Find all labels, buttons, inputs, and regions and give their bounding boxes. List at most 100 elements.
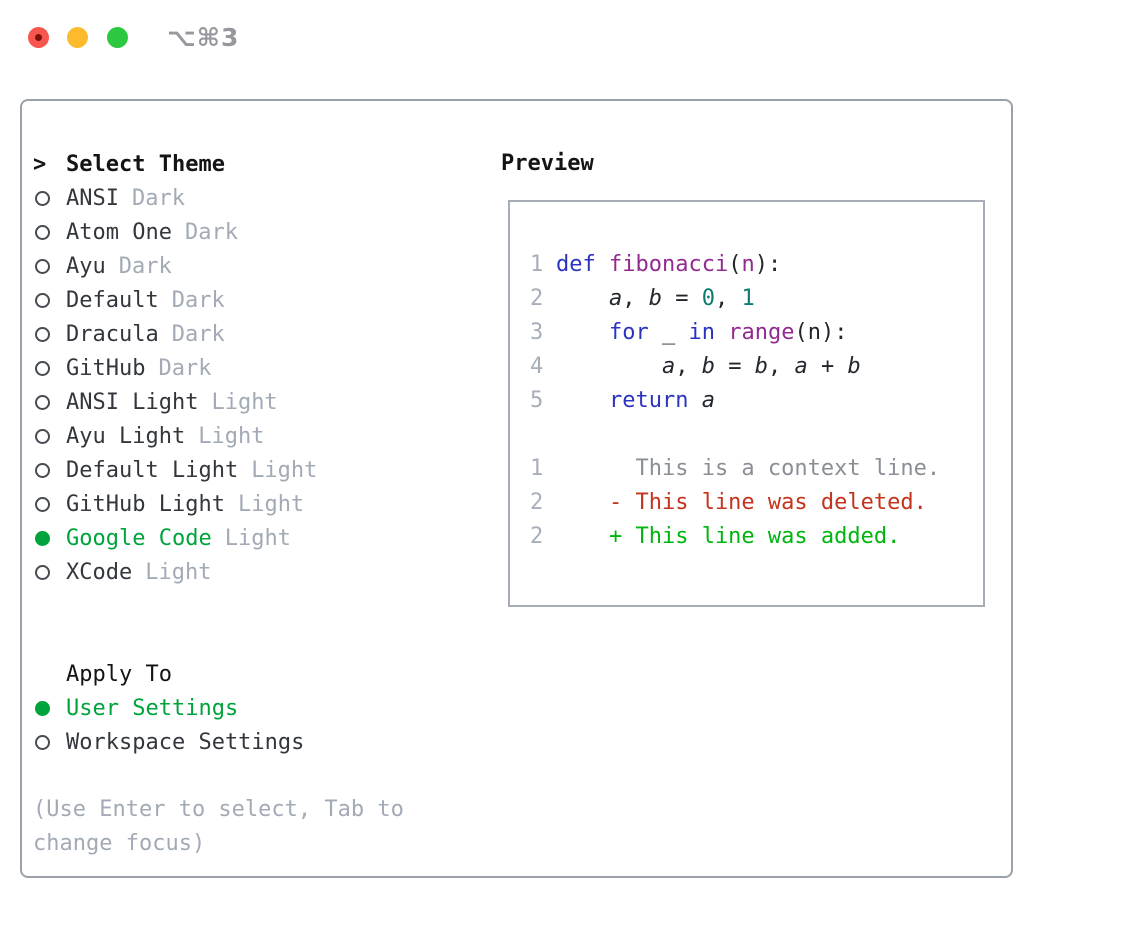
close-button[interactable] — [28, 27, 49, 48]
theme-option-ansi-light[interactable]: ANSI Light Light — [33, 385, 488, 419]
code-token: b — [648, 286, 662, 311]
radio-icon — [35, 428, 50, 444]
theme-option-label: ANSI Light — [66, 389, 199, 415]
code-token: return — [608, 388, 689, 413]
code-token: , — [767, 354, 795, 379]
line-content: a, b = 0, 1 — [556, 282, 755, 316]
code-token: b — [701, 354, 715, 379]
radio-icon — [35, 292, 50, 308]
theme-variant-tag: Light — [145, 559, 212, 585]
line-number: 3 — [530, 320, 544, 345]
code-token: = — [714, 354, 755, 379]
theme-option-label: Dracula — [66, 321, 159, 347]
code-token: a — [608, 286, 623, 311]
code-token — [688, 388, 701, 413]
preview-line: 5 return a — [530, 384, 983, 418]
preview-line: 2 a, b = 0, 1 — [530, 282, 983, 316]
theme-option-label: GitHub Light — [66, 491, 225, 517]
theme-variant-tag: Dark — [171, 287, 225, 313]
preview-heading: Preview — [501, 151, 594, 176]
code-token: 0 — [701, 286, 715, 311]
zoom-button[interactable] — [107, 27, 128, 48]
code-token — [715, 320, 728, 345]
code-token — [556, 320, 609, 345]
radio-icon — [35, 258, 50, 274]
theme-option-label: Google Code — [66, 525, 212, 551]
preview-line: 1 This is a context line. — [530, 452, 983, 486]
apply-option-user-settings[interactable]: User Settings — [33, 691, 488, 725]
theme-variant-tag: Dark — [158, 355, 212, 381]
theme-option-default[interactable]: Default Dark — [33, 283, 488, 317]
code-token: (n): — [794, 320, 848, 345]
theme-option-label: ANSI — [66, 185, 119, 211]
theme-variant-tag: Light — [251, 457, 318, 483]
code-token: fibonacci — [609, 252, 729, 277]
line-content: - This line was deleted. — [556, 486, 927, 520]
theme-option-label: Default — [66, 287, 159, 313]
select-theme-header: >Select Theme — [33, 147, 488, 181]
minimize-button[interactable] — [67, 27, 88, 48]
code-token: ): — [754, 252, 782, 277]
theme-variant-tag: Dark — [171, 321, 225, 347]
code-token: + — [807, 354, 848, 379]
code-token: n — [741, 252, 755, 277]
code-token: _ — [661, 320, 676, 345]
radio-icon — [35, 564, 50, 580]
theme-option-github-light[interactable]: GitHub Light Light — [33, 487, 488, 521]
radio-icon — [35, 496, 50, 512]
preview-line: 2 - This line was deleted. — [530, 486, 983, 520]
theme-variant-tag: Light — [237, 491, 305, 517]
help-text-line: (Use Enter to select, Tab to — [33, 797, 404, 822]
theme-option-default-light[interactable]: Default Light Light — [33, 453, 488, 487]
code-token: range — [728, 320, 795, 345]
apply-to-header: Apply To — [33, 657, 488, 691]
line-content: a, b = b, a + b — [556, 350, 861, 384]
code-token: , — [622, 286, 649, 311]
theme-option-label: GitHub — [66, 355, 146, 381]
preview-line: 3 for _ in range(n): — [530, 316, 983, 350]
line-number: 2 — [530, 490, 544, 515]
theme-option-label: XCode — [66, 559, 133, 585]
line-number — [530, 418, 543, 452]
close-dot-icon — [35, 34, 42, 41]
code-token: = — [661, 286, 702, 311]
line-content: def fibonacci(n): — [556, 248, 781, 282]
radio-icon — [35, 360, 50, 376]
help-text-line: change focus) — [33, 831, 206, 856]
theme-option-github[interactable]: GitHub Dark — [33, 351, 488, 385]
apply-to-title: Apply To — [66, 661, 172, 687]
radio-icon — [35, 462, 50, 478]
theme-option-xcode[interactable]: XCode Light — [33, 555, 488, 589]
theme-option-dracula[interactable]: Dracula Dark — [33, 317, 488, 351]
apply-option-label: User Settings — [66, 695, 239, 721]
line-number: 4 — [530, 354, 544, 379]
apply-option-label: Workspace Settings — [66, 729, 305, 755]
code-token: a — [661, 354, 676, 379]
line-number: 5 — [530, 388, 544, 413]
radio-icon — [35, 734, 50, 750]
theme-variant-tag: Light — [211, 389, 278, 415]
code-token: def — [556, 252, 596, 277]
line-number: 2 — [530, 524, 544, 549]
theme-variant-tag: Light — [198, 423, 265, 449]
theme-option-label: Default Light — [66, 457, 239, 483]
code-token — [556, 354, 662, 379]
radio-icon — [35, 394, 50, 410]
apply-option-workspace-settings[interactable]: Workspace Settings — [33, 725, 488, 759]
line-content: for _ in range(n): — [556, 316, 847, 350]
code-token — [649, 320, 662, 345]
code-token — [596, 252, 609, 277]
theme-variant-tag: Dark — [184, 219, 238, 245]
code-token — [556, 388, 609, 413]
theme-option-label: Ayu — [66, 253, 106, 279]
preview-line — [530, 418, 983, 452]
